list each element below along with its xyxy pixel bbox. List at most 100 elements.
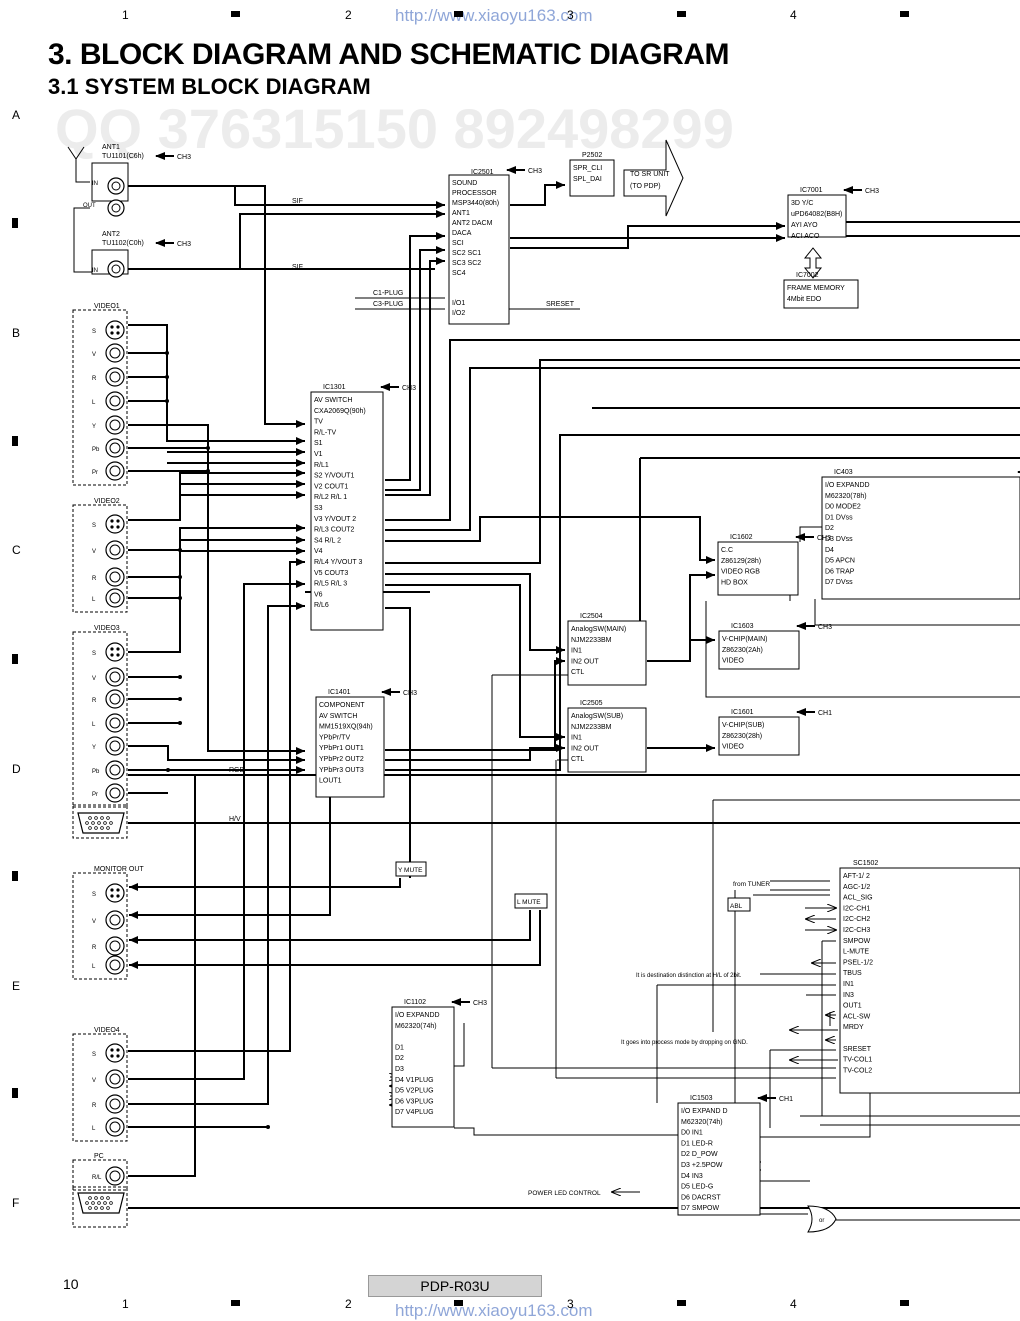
video1-pin-label: S xyxy=(92,329,96,335)
grid-tick xyxy=(231,1300,240,1306)
signal-wire xyxy=(128,561,305,1052)
ic1301-line: V4 xyxy=(314,548,323,555)
ic1601-ch: CH1 xyxy=(818,710,832,717)
sif-label-2: SIF xyxy=(292,264,303,271)
power-led-label: POWER LED CONTROL xyxy=(528,1190,601,1197)
ic1601-block xyxy=(718,716,800,756)
s-video-pin xyxy=(116,894,120,898)
ic1401-line: YPbPr/TV xyxy=(319,734,350,741)
signal-arrowhead xyxy=(296,524,305,532)
ic1301-ref: IC1301 xyxy=(323,384,346,391)
signal-wire xyxy=(128,745,305,761)
grid-row-b: B xyxy=(12,326,21,340)
ic403-line: M62320(78h) xyxy=(825,493,867,500)
ic403-line: D3 DVss xyxy=(825,536,853,543)
l-mute-label: L MUTE xyxy=(517,899,541,906)
signal-arrowhead xyxy=(436,246,445,254)
sreset-label: SRESET xyxy=(546,301,575,308)
to-pdp-label: (TO PDP) xyxy=(630,183,661,190)
ic2501-line: ANT2 DACM xyxy=(452,220,493,227)
monitor-arrowhead xyxy=(129,911,138,919)
rgb-label: RGB xyxy=(229,767,245,774)
video3-label: VIDEO3 xyxy=(94,625,120,632)
model-label: PDP-R03U xyxy=(368,1275,542,1297)
grid-tick xyxy=(12,871,18,881)
monitor-pin-label: L xyxy=(92,964,96,970)
rca-core xyxy=(109,395,121,407)
s-video-pin xyxy=(116,653,120,657)
ic2505-line: AnalogSW(SUB) xyxy=(571,713,623,720)
grid-tick xyxy=(900,11,909,17)
s-video-pin xyxy=(116,331,120,335)
dsub-pin xyxy=(103,1201,107,1205)
rca-core xyxy=(109,1170,121,1182)
ic1603-ch: CH3 xyxy=(818,624,832,631)
ic2505-line: NJM2233BM xyxy=(571,724,612,731)
ic1301-line: R/L1 xyxy=(314,462,329,469)
ic1301-line: V3 Y/VOUT 2 xyxy=(314,516,356,523)
p2502-block xyxy=(569,159,615,197)
ic7001-line: AYI AYO xyxy=(791,222,818,229)
ic1401-line: YPbPr1 OUT1 xyxy=(319,745,364,752)
ic1401-line: YPbPr3 OUT3 xyxy=(319,767,364,774)
s-video-pin xyxy=(116,525,120,529)
ic1301-line: R/L4 Y/VOUT 3 xyxy=(314,559,362,566)
ic2501-line: SC4 xyxy=(452,270,466,277)
ic2501-line: ANT1 xyxy=(452,210,470,217)
video2-pin-label: S xyxy=(92,523,96,529)
page-title: 3. BLOCK DIAGRAM AND SCHEMATIC DIAGRAM xyxy=(48,38,729,71)
abl-label: ABL xyxy=(730,903,743,910)
ic1301-line: R/L6 xyxy=(314,602,329,609)
ic2501-line: MSP3440(80h) xyxy=(452,200,499,207)
ic2501-line: I/O2 xyxy=(452,310,465,317)
rca-core xyxy=(109,914,121,926)
ic1301-line: V1 xyxy=(314,451,323,458)
ic1102-line: D5 V2PLUG xyxy=(395,1088,434,1095)
s-video-pin xyxy=(110,653,114,657)
ic1301-ch: CH3 xyxy=(402,385,416,392)
ic2505-block xyxy=(567,707,647,773)
rca-core xyxy=(109,544,121,556)
ic2505-ref: IC2505 xyxy=(580,700,603,707)
ic403-line: D2 xyxy=(825,525,834,532)
rca-core xyxy=(109,671,121,683)
sc1502-line: IN1 xyxy=(843,981,854,988)
rca-core xyxy=(109,693,121,705)
rca-core xyxy=(109,959,121,971)
ic1503-line: D6 DACRST xyxy=(681,1194,721,1201)
ic1102-ref: IC1102 xyxy=(404,999,426,1006)
ic1601-ref: IC1601 xyxy=(731,709,754,716)
video2-connector xyxy=(72,504,128,613)
ic1102-line: M62320(74h) xyxy=(395,1023,437,1030)
ic1301-line: S2 Y/VOUT1 xyxy=(314,473,354,480)
dsub-pin xyxy=(94,1206,98,1210)
ic1301-line: S3 xyxy=(314,505,323,512)
ic2504-block xyxy=(567,620,647,686)
ic1301-line: R/L5 R/L 3 xyxy=(314,581,347,588)
ic1503-line: I/O EXPAND D xyxy=(681,1108,728,1115)
ic7002-line: FRAME MEMORY xyxy=(787,285,845,292)
ic1603-ref: IC1603 xyxy=(731,623,754,630)
rca-core xyxy=(109,371,121,383)
control-wire xyxy=(760,1093,871,1138)
ic1602-block xyxy=(717,541,799,596)
sc1502-block xyxy=(839,867,1020,1094)
s-video-pin xyxy=(110,647,114,651)
pc-pin-label: R/L xyxy=(92,1175,102,1181)
monitor-arrowhead xyxy=(129,883,138,891)
sc1502-line: TV-COL1 xyxy=(843,1057,872,1064)
rca-core xyxy=(109,717,121,729)
ic1102-line: D4 V1PLUG xyxy=(395,1077,434,1084)
signal-arrowhead xyxy=(706,744,715,752)
rf-jack-core xyxy=(111,181,121,191)
ic1301-line: R/L3 COUT2 xyxy=(314,527,355,534)
grid-tick xyxy=(454,11,463,17)
grid-col-3: 3 xyxy=(567,8,574,22)
signal-arrowhead xyxy=(296,480,305,488)
ic2501-line: SC3 SC2 xyxy=(452,260,481,267)
sc1502-line: PSEL-1/2 xyxy=(843,959,873,966)
sc1502-line: I2C-CH3 xyxy=(843,927,870,934)
ic2501-line: SCI xyxy=(452,240,464,247)
ic1301-line: CXA2069Q(90h) xyxy=(314,408,366,415)
